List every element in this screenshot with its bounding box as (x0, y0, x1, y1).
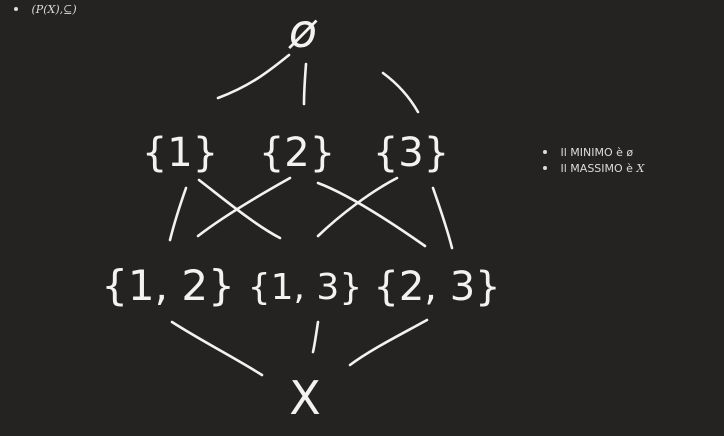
bullet-dot (543, 166, 547, 170)
edge-1-to-13 (197, 178, 282, 240)
node-singleton-1: {1} (142, 130, 218, 176)
minimum-label: Il MINIMO è ø (560, 146, 634, 159)
edge-3-to-13 (316, 176, 399, 238)
node-singleton-3: {3} (373, 130, 449, 176)
node-top-x: X (289, 371, 321, 425)
maximum-variable: X (636, 162, 645, 175)
edge-1-to-12 (168, 186, 188, 242)
maximum-note: Il MASSIMO è X (543, 162, 644, 176)
edge-13-to-x (311, 320, 320, 354)
edge-empty-to-3 (381, 71, 420, 114)
edge-2-to-23 (316, 181, 427, 248)
poset-label: (P(X),⊆) (31, 3, 77, 16)
node-pair-23: {2, 3} (373, 264, 500, 310)
node-singleton-2: {2} (259, 130, 335, 176)
edge-2-to-12 (196, 176, 292, 238)
node-pair-12: {1, 2} (101, 261, 235, 310)
maximum-label: Il MASSIMO è (560, 162, 633, 175)
edge-empty-to-2 (302, 62, 308, 106)
edge-empty-to-1 (216, 53, 291, 100)
bullet-dot (543, 150, 547, 154)
edge-12-to-x (170, 320, 264, 377)
edge-23-to-x (348, 318, 429, 367)
node-empty-set: ø (288, 4, 318, 58)
minimum-note: Il MINIMO è ø (543, 146, 633, 160)
bullet-dot (14, 7, 18, 11)
node-pair-13: {1, 3} (248, 267, 363, 308)
poset-note: (P(X),⊆) (14, 3, 77, 17)
edge-3-to-23 (431, 186, 454, 250)
